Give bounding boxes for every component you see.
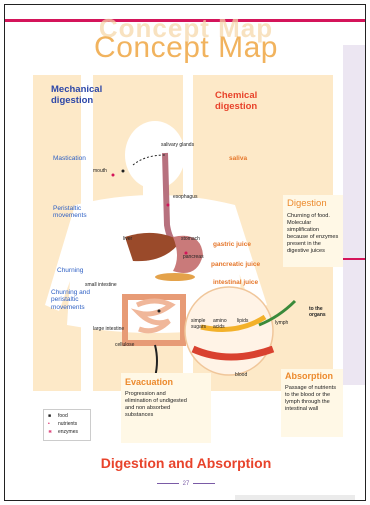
peristaltic-label: Peristaltic movements xyxy=(53,205,103,220)
mechanical-digestion-heading: Mechanical digestion xyxy=(51,85,121,107)
gastric-juice-label: gastric juice xyxy=(213,241,251,248)
mastication-label: Mastication xyxy=(53,155,86,162)
churning-peristaltic-label: Churning and peristaltic movements xyxy=(51,289,111,311)
churning-label: Churning xyxy=(57,267,83,274)
amino-acids-label: amino acids xyxy=(213,319,233,331)
simple-sugars-label: simple sugars xyxy=(191,319,211,331)
liver-label: liver xyxy=(123,237,132,243)
section-title: Digestion and Absorption xyxy=(5,455,366,471)
esophagus-label: esophagus xyxy=(173,195,197,201)
cellulose-label: cellulose xyxy=(115,343,134,349)
evacuation-text: Progression and elimination of undigeste… xyxy=(125,391,187,419)
legend-item: ■food xyxy=(48,413,68,419)
stomach-label: stomach xyxy=(181,237,200,243)
saliva-label: saliva xyxy=(229,155,247,162)
large-intestine-label: large intestine xyxy=(93,327,124,333)
salivary-glands-label: salivary glands xyxy=(161,143,194,149)
small-intestine-label: small intestine xyxy=(85,283,117,289)
page-number: 27 xyxy=(5,481,366,487)
to-organs-label: to the organs xyxy=(309,307,339,319)
absorption-text: Passage of nutrients to the blood or the… xyxy=(285,385,341,413)
mouth-label: mouth xyxy=(93,169,107,175)
blood-label: blood xyxy=(235,373,247,379)
legend-item: ⋇enzymes xyxy=(48,429,78,435)
digestion-heading: Digestion xyxy=(287,199,327,210)
scan-artifact xyxy=(235,495,355,500)
absorption-heading: Absorption xyxy=(285,371,333,381)
legend-item: •nutrients xyxy=(48,421,77,427)
pancreas-shape xyxy=(155,273,195,281)
lipids-label: lipids xyxy=(237,319,248,325)
intestinal-juice-label: intestinal juice xyxy=(213,279,258,286)
evacuation-heading: Evacuation xyxy=(125,377,173,387)
legend-box: ■food •nutrients ⋇enzymes xyxy=(43,409,91,441)
document-page: Concept Map Concept Map xyxy=(4,4,366,501)
chemical-digestion-heading: Chemical digestion xyxy=(215,91,275,113)
digestion-text: Churning of food. Molecular simplificati… xyxy=(287,213,341,255)
lymph-label: lymph xyxy=(275,321,288,327)
pancreas-label: pancreas xyxy=(183,255,204,261)
pancreatic-juice-label: pancreatic juice xyxy=(211,261,260,268)
